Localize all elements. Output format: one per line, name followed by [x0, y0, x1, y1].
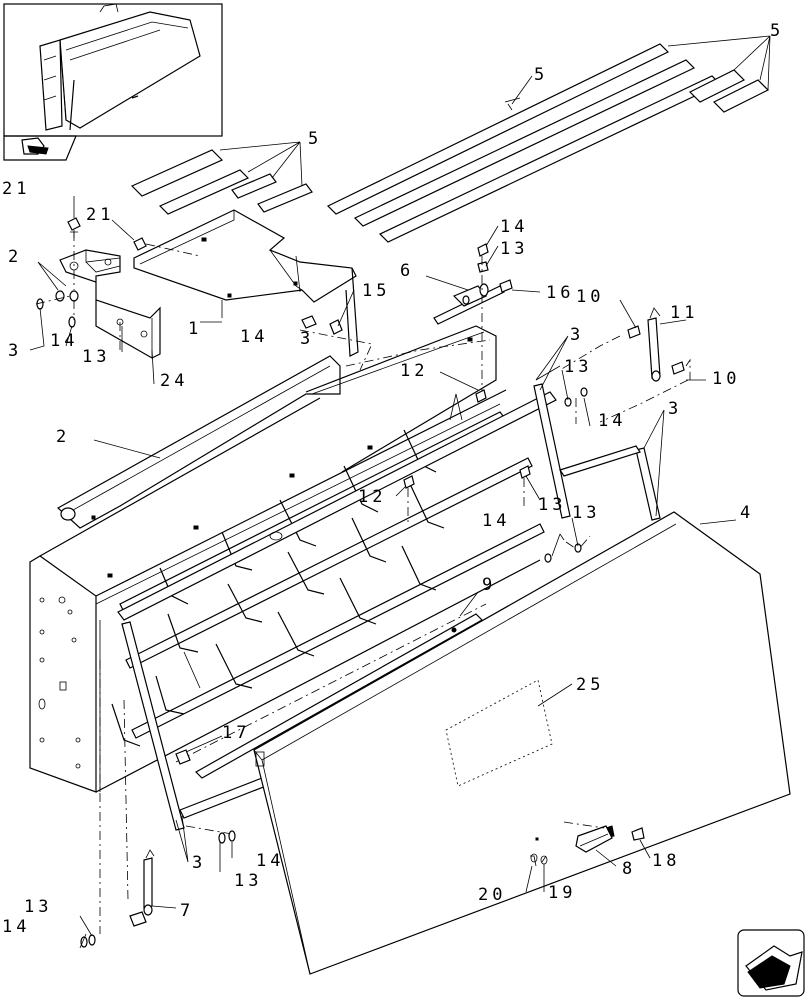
gas-strut-upper [559, 307, 691, 423]
callout-21: 21 [2, 179, 30, 199]
callout-18: 18 [652, 851, 680, 871]
callout-20: 20 [478, 885, 506, 905]
callout-13: 13 [500, 239, 528, 259]
callout-24: 24 [160, 371, 188, 391]
callout-12: 12 [400, 361, 428, 381]
callout-leader-lines [29, 196, 737, 949]
callout-16: 16 [546, 283, 574, 303]
callout-1: 1 [188, 319, 202, 339]
callout-7: 7 [180, 901, 194, 921]
callout-13: 13 [572, 503, 600, 523]
callout-14: 14 [50, 331, 78, 351]
callout-13: 13 [234, 871, 262, 891]
callout-14: 14 [256, 851, 284, 871]
callout-4: 4 [740, 503, 754, 523]
callout-15: 15 [362, 281, 390, 301]
callout-labels: 5 5 5 21 21 2 3 14 13 24 1 14 3 15 14 13… [2, 21, 784, 937]
callout-12: 12 [358, 487, 386, 507]
callout-3: 3 [668, 399, 682, 419]
door-label-area [445, 679, 553, 787]
callout-6: 6 [400, 261, 414, 281]
callout-13: 13 [564, 357, 592, 377]
callout-5: 5 [770, 21, 784, 41]
callout-11: 11 [670, 303, 698, 323]
inset-overview-thumbnail [3, 3, 223, 161]
callout-10: 10 [576, 287, 604, 307]
callout-13: 13 [24, 897, 52, 917]
callout-13: 13 [538, 495, 566, 515]
callout-14: 14 [240, 327, 268, 347]
callout-17: 17 [222, 723, 250, 743]
side-bracket-part [35, 217, 201, 359]
callout-14: 14 [500, 217, 528, 237]
callout-21: 21 [86, 205, 114, 225]
gas-strut-lower [80, 387, 591, 948]
front-door-panel [253, 511, 791, 975]
callout-25: 25 [576, 675, 604, 695]
callout-8: 8 [622, 859, 636, 879]
callout-14: 14 [2, 917, 30, 937]
callout-5: 5 [534, 65, 548, 85]
next-view-arrow-icon[interactable] [737, 929, 805, 997]
callout-2: 2 [8, 247, 22, 267]
callout-5: 5 [308, 129, 322, 149]
callout-3: 3 [300, 329, 314, 349]
callout-3: 3 [570, 325, 584, 345]
decal-strips [130, 35, 771, 243]
callout-10: 10 [712, 369, 740, 389]
strip-and-pin-parts [175, 613, 483, 779]
callout-9: 9 [482, 575, 496, 595]
hinge-pin-assembly [299, 243, 513, 396]
seal-strips [121, 383, 661, 831]
callout-14: 14 [598, 411, 626, 431]
callout-3: 3 [192, 853, 206, 873]
callout-19: 19 [548, 883, 576, 903]
callout-13: 13 [82, 347, 110, 367]
callout-14: 14 [482, 511, 510, 531]
callout-2: 2 [56, 427, 70, 447]
callout-3: 3 [8, 341, 22, 361]
